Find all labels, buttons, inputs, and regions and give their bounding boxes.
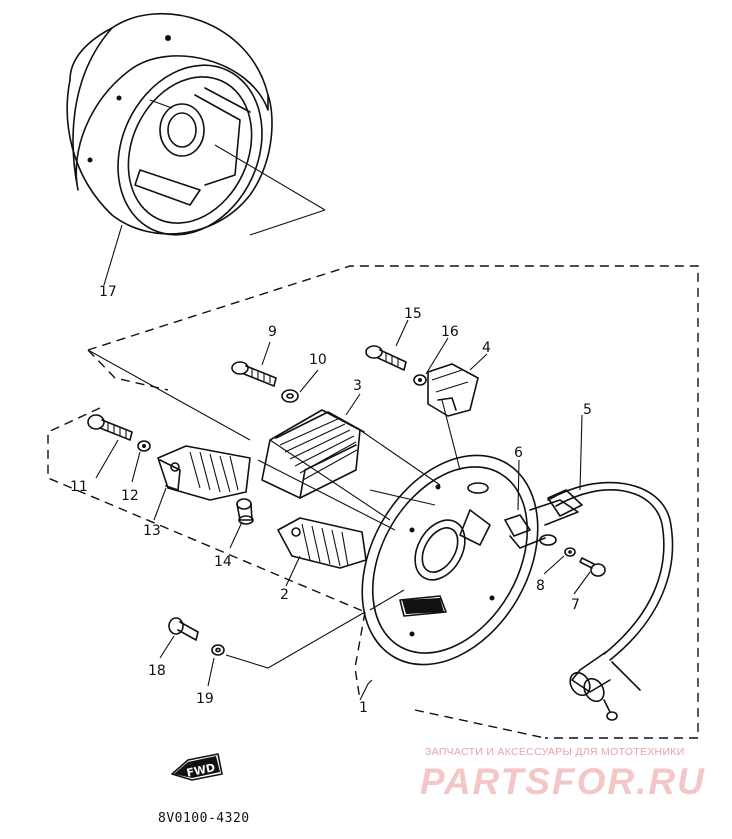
coil-cover <box>427 363 479 417</box>
callout-19: 19 <box>196 691 214 707</box>
callout-16: 16 <box>441 324 459 340</box>
watermark-logo: PARTSFOR.RU <box>420 761 706 802</box>
fwd-label: FWD <box>185 761 216 780</box>
callout-9: 9 <box>268 324 277 340</box>
callout-11: 11 <box>70 479 88 495</box>
callout-10: 10 <box>309 352 327 368</box>
screw-15 <box>365 345 407 371</box>
charging-coil <box>261 409 365 499</box>
leader-lines <box>87 319 591 701</box>
washer-8 <box>564 547 576 557</box>
callout-6: 6 <box>514 445 523 461</box>
forward-direction-arrow: FWD <box>171 753 223 781</box>
callout-14: 14 <box>214 554 232 570</box>
washer-12 <box>137 440 151 452</box>
pulser-coil <box>277 517 367 569</box>
callout-12: 12 <box>121 488 139 504</box>
screw-18 <box>168 617 199 641</box>
spacer-14 <box>236 498 254 525</box>
callout-5: 5 <box>583 402 592 418</box>
assembly-outline <box>47 265 699 739</box>
callout-3: 3 <box>353 378 362 394</box>
callout-13: 13 <box>143 523 161 539</box>
watermark-tagline: ЗАПЧАСТИ И АКСЕССУАРЫ ДЛЯ МОТОТЕХНИКИ <box>425 746 685 758</box>
pickup-coil <box>504 499 579 549</box>
callout-17: 17 <box>99 284 117 300</box>
screw-7 <box>579 557 606 577</box>
diagram-code: 8V0100-4320 <box>158 811 250 826</box>
source-coil <box>157 445 251 501</box>
callout-1: 1 <box>359 700 368 716</box>
washer-10 <box>281 389 299 403</box>
callout-8: 8 <box>536 578 545 594</box>
washer-16 <box>413 374 427 386</box>
callout-18: 18 <box>148 663 166 679</box>
screw-11 <box>87 414 133 441</box>
callout-7: 7 <box>571 597 580 613</box>
wire-harness <box>547 414 674 721</box>
stator-base-plate <box>361 454 539 666</box>
screw-9 <box>231 361 277 387</box>
callout-2: 2 <box>280 587 289 603</box>
callout-15: 15 <box>404 306 422 322</box>
callout-4: 4 <box>482 340 491 356</box>
washer-19 <box>211 644 225 656</box>
flywheel-rotor <box>66 13 326 286</box>
